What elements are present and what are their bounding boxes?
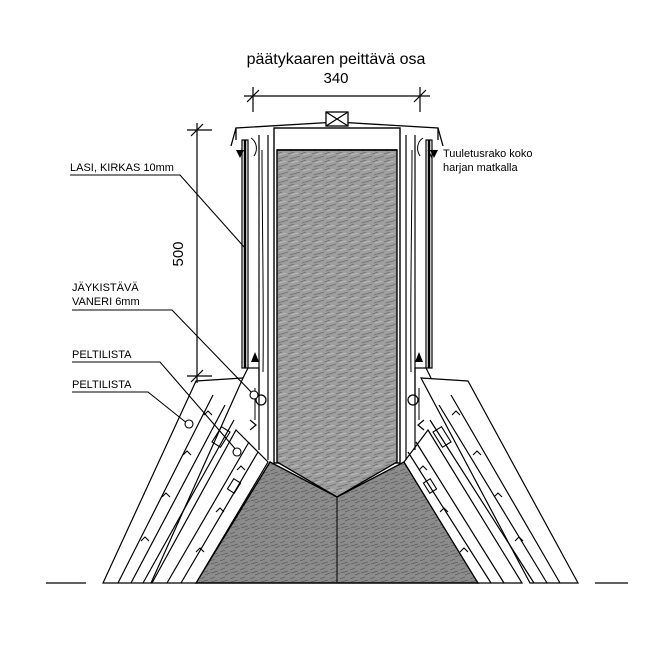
leader-lines: [70, 149, 433, 453]
ridge-core-hatch: [276, 149, 398, 498]
dimension-width: [244, 87, 430, 112]
left-batten-marks: [140, 410, 246, 553]
ventilation-arrowheads: [236, 150, 438, 362]
dimension-width-value: 340: [323, 70, 348, 87]
plywood-label-line2: VANERI 6mm: [72, 296, 140, 308]
plywood-label-line1: JÄYKISTÄVÄ: [72, 282, 139, 294]
glass-pane-right: [425, 139, 433, 369]
dimension-height-value: 500: [170, 241, 187, 266]
flashing-lower-label: PELTILISTA: [72, 379, 132, 391]
glass-pane-left: [241, 139, 249, 369]
flashing-details: [242, 367, 432, 431]
ventilation-label-line2: harjan matkalla: [443, 162, 518, 174]
frame-lines: [258, 135, 416, 460]
glass-label: LASI, KIRKAS 10mm: [70, 162, 174, 174]
right-batten-marks: [418, 410, 524, 553]
ventilation-label-line1: Tuuletusrako koko: [443, 148, 532, 160]
ridge-cap: [230, 111, 444, 147]
drawing-title: päätykaaren peittävä osa: [247, 51, 426, 68]
dimension-height: [187, 123, 212, 383]
ventilation-arrows: [250, 137, 424, 420]
leader-markers: [184, 390, 259, 457]
right-roof-layers: [403, 377, 580, 584]
flashing-upper-label: PELTILISTA: [72, 349, 132, 361]
